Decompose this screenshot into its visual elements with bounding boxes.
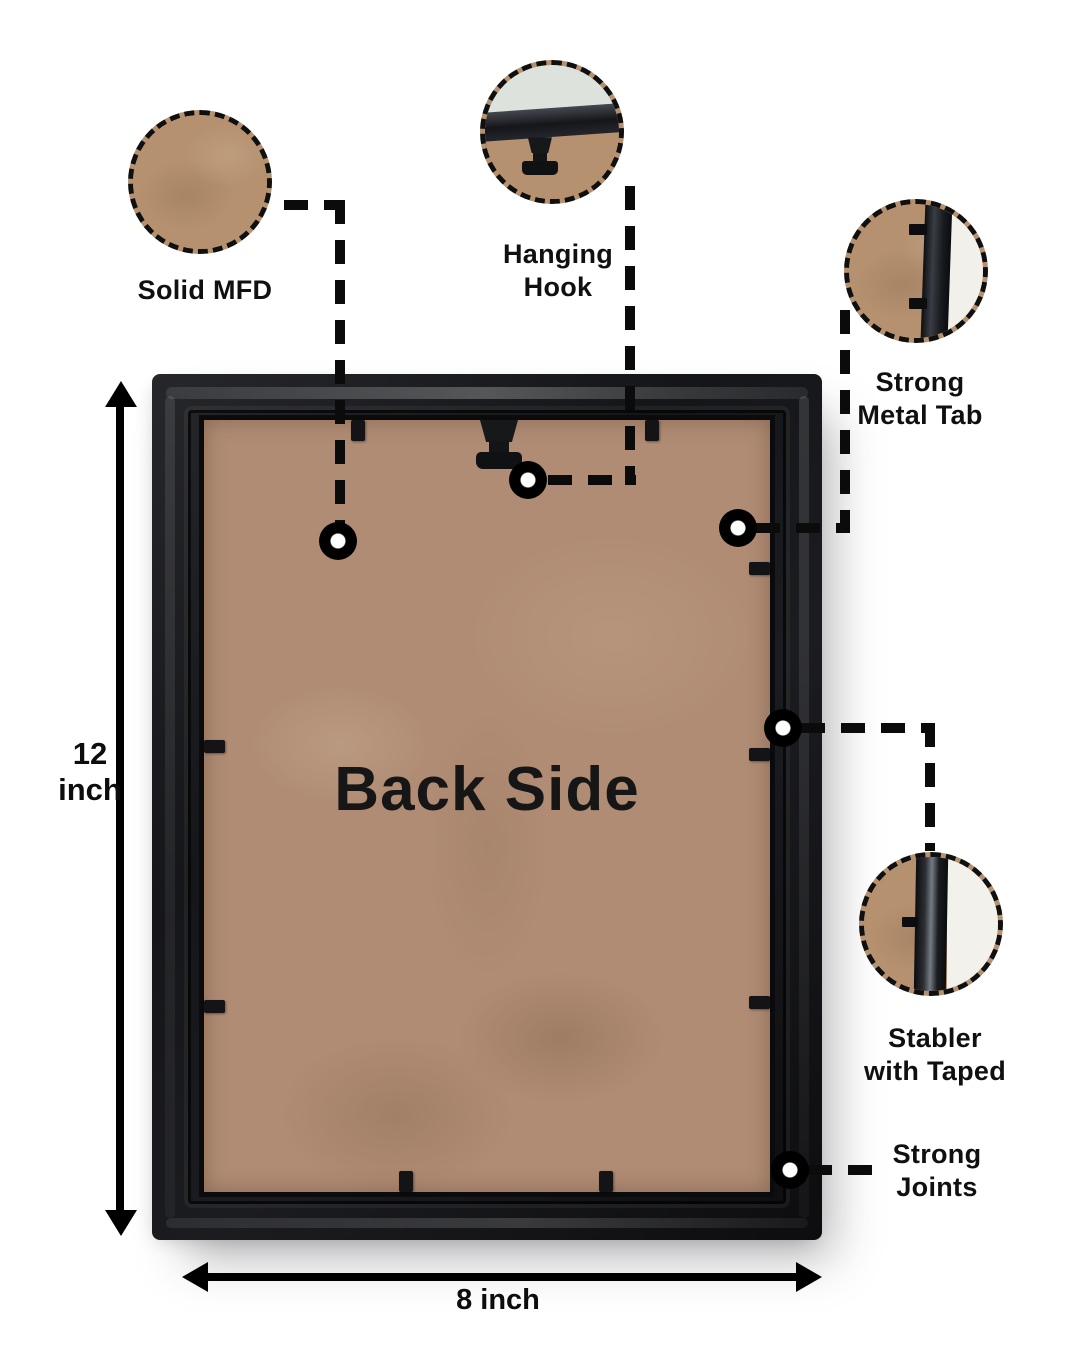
hanging-hook-foot: [522, 161, 558, 176]
height-arrow: [116, 400, 124, 1212]
wall-background: [947, 857, 998, 991]
connector-line: [808, 1165, 886, 1175]
frame-molding-highlight: [165, 396, 175, 1218]
mdf-texture-closeup: [133, 115, 267, 249]
photo-frame-back: Back Side: [152, 374, 822, 1240]
hanging-hook-neck: [533, 152, 547, 163]
connector-dot: [719, 509, 757, 547]
connector-line: [801, 723, 933, 733]
metal-tab: [204, 1000, 225, 1013]
metal-tab-closeup: [909, 224, 927, 235]
metal-tab: [645, 420, 659, 441]
stabler-with-taped-zoom-circle: [859, 852, 1003, 996]
connector-dot: [319, 522, 357, 560]
arrow-down-icon: [105, 1210, 137, 1236]
metal-tab-closeup: [909, 297, 927, 309]
connector-line: [925, 723, 935, 851]
connector-dot: [764, 709, 802, 747]
hanging-hook-foot: [476, 452, 522, 469]
hanging-hook-top: [480, 420, 518, 442]
stabler-with-taped-label: Stabler with Taped: [864, 1023, 1006, 1086]
arrow-right-icon: [796, 1262, 822, 1292]
connector-dot: [771, 1151, 809, 1189]
hanging-hook-zoom-circle: [480, 60, 624, 204]
arrow-up-icon: [105, 381, 137, 407]
hanging-hook-closeup: [520, 137, 560, 177]
width-arrow: [202, 1273, 798, 1281]
width-dimension-label: 8 inch: [456, 1284, 540, 1316]
solid-mfd-label: Solid MFD: [137, 275, 273, 305]
frame-molding-highlight: [166, 1218, 808, 1228]
frame-bar-closeup: [920, 204, 953, 338]
connector-line: [335, 200, 345, 524]
metal-tab-closeup: [901, 917, 918, 927]
connector-dot: [509, 461, 547, 499]
frame-molding-highlight: [166, 387, 808, 399]
back-side-label: Back Side: [334, 755, 640, 824]
metal-tab: [599, 1171, 613, 1192]
connector-line: [284, 200, 344, 210]
connector-line: [840, 310, 850, 533]
connector-line: [756, 523, 848, 533]
arrow-left-icon: [182, 1262, 208, 1292]
hanging-hook: [476, 420, 522, 472]
metal-tab: [351, 420, 365, 441]
connector-line: [625, 186, 635, 485]
metal-tab: [399, 1171, 413, 1192]
solid-mfd-zoom-circle: [128, 110, 272, 254]
hanging-hook-neck: [489, 441, 509, 453]
metal-tab: [749, 562, 770, 575]
metal-tab: [749, 748, 770, 761]
frame-molding-highlight: [799, 396, 809, 1218]
hanging-hook-top: [527, 137, 552, 154]
metal-tab: [749, 996, 770, 1009]
frame-bar-closeup: [913, 857, 949, 991]
connector-line: [548, 475, 636, 485]
strong-metal-tab-zoom-circle: [844, 199, 988, 343]
wall-background: [945, 204, 983, 338]
metal-tab: [204, 740, 225, 753]
height-dimension-label: 12 inch: [58, 736, 122, 807]
mdf-back-panel: Back Side: [204, 420, 770, 1192]
hanging-hook-label: Hanging Hook: [502, 239, 614, 302]
strong-metal-tab-label: Strong Metal Tab: [857, 367, 983, 430]
strong-joints-label: Strong Joints: [892, 1139, 982, 1202]
